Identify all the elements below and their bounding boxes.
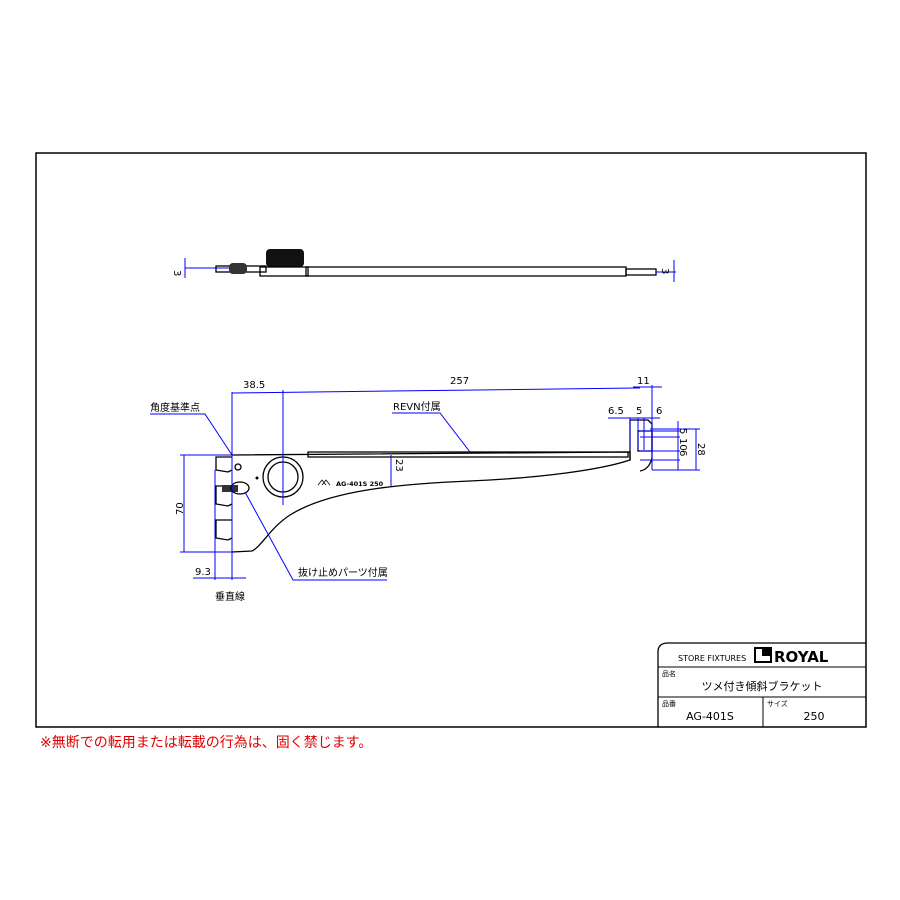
dim-6: 6	[656, 406, 662, 417]
engraving-text: AG-401S 250	[336, 480, 384, 488]
side-view: AG-401S 250 38.5 257 11 6.5 5 6 5 10 6 2…	[150, 376, 706, 603]
dim-5: 5	[636, 406, 642, 417]
knob	[266, 249, 304, 267]
top-bar	[305, 266, 627, 277]
label-angle-reference: 角度基準点	[150, 401, 200, 414]
drawing-frame	[35, 152, 867, 728]
dim-28: 28	[695, 443, 706, 456]
label-vertical-line: 垂直線	[215, 590, 245, 603]
end-tab	[629, 419, 653, 472]
dim-9-3: 9.3	[195, 567, 211, 578]
company-subtitle: STORE FIXTURES	[678, 654, 746, 663]
part-number: AG-401S	[686, 710, 734, 723]
dim-h-5: 5	[677, 428, 688, 434]
brand-name: ROYAL	[774, 648, 829, 666]
dim-h-10: 10	[677, 438, 688, 451]
product-name: ツメ付き傾斜ブラケット	[702, 679, 823, 693]
part-label: 品番	[662, 700, 676, 708]
dim-38-5: 38.5	[243, 380, 265, 391]
name-label: 品名	[662, 669, 676, 678]
top-end-stub	[625, 268, 657, 276]
stopper-part	[229, 263, 247, 274]
dim-257: 257	[450, 376, 469, 387]
stopper-part-side	[230, 481, 250, 495]
dim-11: 11	[637, 376, 650, 387]
top-view: 3 3	[171, 249, 676, 282]
revn-bar	[307, 451, 629, 458]
dim-70: 70	[175, 502, 186, 515]
logo-mark	[317, 479, 331, 486]
hooks	[215, 456, 233, 541]
dim-23: 23	[393, 459, 404, 472]
label-stopper: 抜け止めパーツ付属	[298, 566, 388, 579]
label-revn: REVN付属	[393, 400, 441, 413]
title-block: STORE FIXTURES ROYAL 品名 ツメ付き傾斜ブラケット 品番 A…	[657, 642, 866, 727]
top-dim-right: 3	[659, 268, 670, 274]
bracket-body	[231, 451, 631, 553]
dim-h-6: 6	[677, 450, 688, 456]
dim-6-5: 6.5	[608, 406, 624, 417]
size-value: 250	[804, 710, 825, 723]
top-dim-left: 3	[171, 270, 182, 276]
copyright-notice: ※無断での転用または転載の行為は、固く禁じます。	[40, 735, 373, 751]
size-label: サイズ	[767, 699, 788, 708]
